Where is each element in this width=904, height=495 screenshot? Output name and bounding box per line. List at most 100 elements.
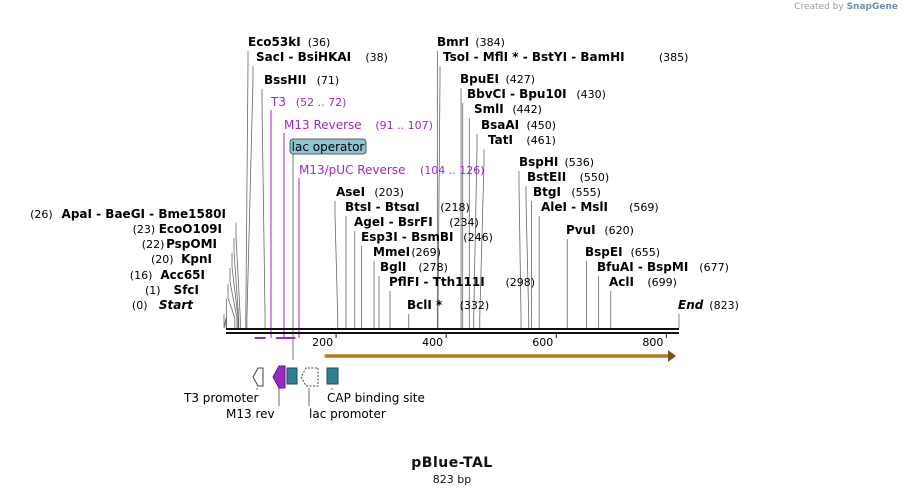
restriction-site-labels: Eco53kI(36)SacI - BsiHKAI(38)BssHII(71)B… bbox=[30, 35, 739, 312]
site-position: (298) bbox=[506, 276, 536, 289]
site-position: (269) bbox=[411, 246, 441, 259]
site-leader-line bbox=[437, 66, 441, 328]
restriction-site-lines bbox=[223, 51, 680, 329]
feature-range: (104 .. 126) bbox=[420, 164, 485, 177]
site-leader bbox=[437, 66, 441, 328]
site-label: BssHII (71) bbox=[264, 73, 339, 87]
site-name: AclI bbox=[609, 275, 634, 289]
site-position: (218) bbox=[440, 201, 470, 214]
site-name: ApaI - BaeGI - Bme1580I bbox=[62, 207, 226, 221]
site-position: (203) bbox=[374, 186, 404, 199]
site-position: (699) bbox=[647, 276, 677, 289]
site-leader bbox=[334, 201, 339, 328]
feature-label: T3 bbox=[270, 95, 286, 109]
site-leader bbox=[233, 238, 240, 328]
site-label: BclI * (332) bbox=[407, 298, 489, 312]
site-position: (278) bbox=[418, 261, 448, 274]
site-leader-line bbox=[223, 314, 227, 329]
site-position: (536) bbox=[565, 156, 595, 169]
site-name: PvuI bbox=[566, 223, 596, 237]
site-leader bbox=[245, 51, 249, 328]
site-position: (23) bbox=[133, 223, 156, 236]
site-name: Acc65I bbox=[160, 268, 205, 282]
site-label: PspOMI(22) bbox=[142, 237, 217, 251]
site-leader-line bbox=[227, 284, 236, 328]
site-position: (450) bbox=[527, 119, 557, 132]
cap-binding-site-icon bbox=[326, 367, 339, 385]
axis-tick-label: 200 bbox=[312, 336, 333, 349]
site-name: MmeI bbox=[373, 245, 410, 259]
site-leader-line bbox=[518, 171, 522, 328]
site-label: Eco53kI(36) bbox=[248, 35, 330, 49]
plasmid-name: pBlue-TAL bbox=[411, 455, 493, 471]
bottom-feature-lac-promoter: lac promoter bbox=[308, 388, 386, 421]
snapgene-logo: SnapGene bbox=[846, 2, 898, 12]
site-name: BglI bbox=[380, 260, 406, 274]
site-leader bbox=[246, 66, 254, 328]
site-name: AseI bbox=[336, 185, 365, 199]
site-label: BbvCI - Bpu10I(430) bbox=[467, 87, 606, 101]
site-label: BsaAI(450) bbox=[481, 118, 556, 132]
orf-arrow bbox=[324, 350, 676, 362]
lac-operator-icon bbox=[286, 367, 298, 385]
site-position: (550) bbox=[580, 171, 610, 184]
site-leader-line bbox=[231, 253, 239, 328]
site-label: AleI - MslI(569) bbox=[541, 200, 659, 214]
site-label: BtgI(555) bbox=[533, 185, 601, 199]
feature-range: (52 .. 72) bbox=[296, 96, 347, 109]
site-leader-line bbox=[261, 89, 266, 328]
backbone bbox=[226, 328, 679, 334]
site-leader bbox=[227, 284, 236, 328]
feature-range: (91 .. 107) bbox=[375, 119, 433, 132]
site-position: (71) bbox=[317, 74, 340, 87]
site-position: (36) bbox=[308, 36, 331, 49]
site-position: (442) bbox=[512, 103, 542, 116]
site-name: BclI * bbox=[407, 298, 443, 312]
site-name: BssHII bbox=[264, 73, 306, 87]
bottom-feature-symbols bbox=[252, 365, 339, 389]
bottom-feature-label: M13 rev bbox=[226, 407, 275, 421]
axis-tick-label: 600 bbox=[532, 336, 553, 349]
site-position: (677) bbox=[699, 261, 729, 274]
feature-m13-puc-reverse: M13/pUC Reverse(104 .. 126) bbox=[283, 163, 485, 339]
site-name: TsoI - MflI * - BstYI - BamHI bbox=[443, 50, 625, 64]
site-position: (26) bbox=[30, 208, 53, 221]
site-label: BspEI(655) bbox=[585, 245, 660, 259]
site-leader-line bbox=[473, 134, 478, 328]
site-position: (332) bbox=[460, 299, 490, 312]
site-leader bbox=[229, 268, 238, 328]
bottom-feature-t3-promoter: T3 promoter bbox=[183, 388, 259, 405]
site-name: BfuAI - BspMI bbox=[597, 260, 688, 274]
site-name: KpnI bbox=[181, 252, 212, 266]
site-name: Esp3I - BsmBI bbox=[361, 230, 453, 244]
site-label: KpnI(20) bbox=[151, 252, 212, 266]
bottom-feature-label: CAP binding site bbox=[327, 391, 425, 405]
site-name: SfcI bbox=[174, 283, 199, 297]
site-name: EcoO109I bbox=[159, 222, 222, 236]
site-name: PflFI - Tth111I bbox=[389, 275, 485, 289]
site-leader bbox=[525, 186, 530, 328]
site-name: BbvCI - Bpu10I bbox=[467, 87, 567, 101]
site-leader-line bbox=[525, 186, 530, 328]
site-label: BmrI(384) bbox=[437, 35, 505, 49]
axis-tick: 800 bbox=[642, 333, 667, 349]
site-name: BtsI - BtsαI bbox=[345, 200, 420, 214]
site-leader bbox=[223, 314, 227, 329]
site-position: (461) bbox=[526, 134, 556, 147]
site-leader-line bbox=[229, 268, 238, 328]
site-position: (655) bbox=[631, 246, 661, 259]
axis-tick-label: 800 bbox=[642, 336, 663, 349]
site-label: SacI - BsiHKAI(38) bbox=[256, 50, 388, 64]
site-position: (569) bbox=[629, 201, 659, 214]
site-label: Start(0) bbox=[132, 298, 194, 312]
site-leader bbox=[231, 253, 239, 328]
site-label: EcoO109I(23) bbox=[133, 222, 222, 236]
site-name: SmlI bbox=[474, 102, 504, 116]
site-name: BpuEI bbox=[460, 72, 499, 86]
site-label: BtsI - BtsαI (218) bbox=[345, 200, 470, 214]
feature-label: M13 Reverse bbox=[284, 118, 362, 132]
site-name: SacI - BsiHKAI bbox=[256, 50, 351, 64]
